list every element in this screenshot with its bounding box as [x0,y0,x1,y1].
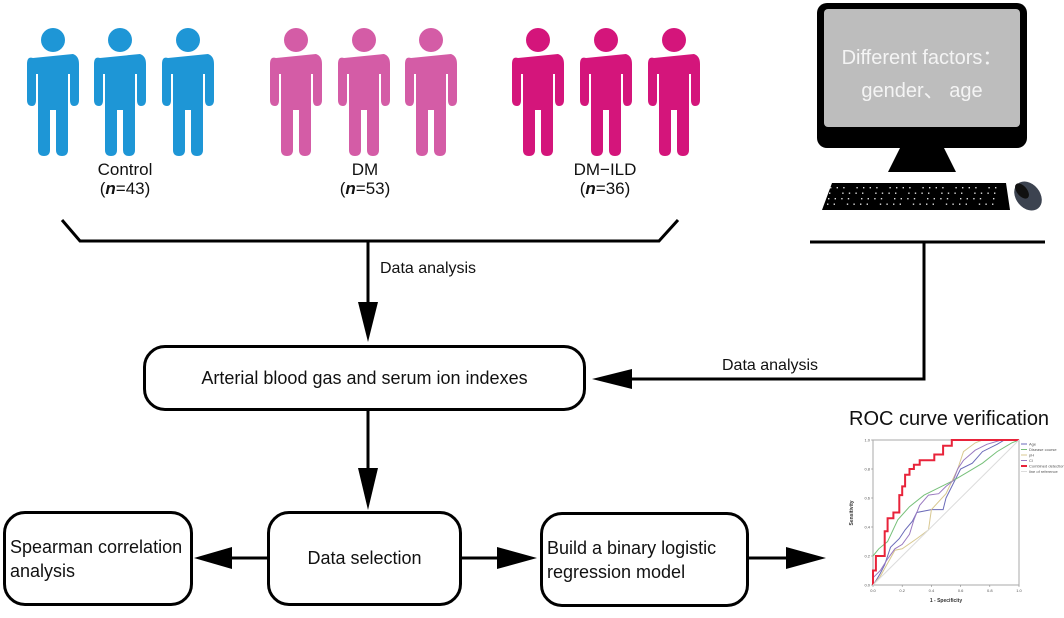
roc-series-disease-course [872,439,1020,557]
arrow-groups-to-arterial-head [358,302,378,342]
y-tick-label: 0.0 [864,583,870,588]
person-icon [94,28,146,156]
person-icon [580,28,632,156]
group-count: (n=43) [99,179,151,198]
group-name: DM−ILD [573,160,637,179]
roc-title: ROC curve verification [849,408,1050,430]
arrow-arterial-to-selection-head [358,468,378,510]
group-name: Control [97,160,153,179]
y-tick-label: 0.2 [864,554,870,559]
monitor-stand [888,148,956,172]
legend-label: Cl [1029,458,1033,463]
roc-series-line-of-reference [872,439,1020,586]
people-figures [27,28,700,156]
arterial-blood-gas-box: Arterial blood gas and serum ion indexes [143,345,586,411]
group-count: (n=36) [579,179,631,198]
arrow-logistic-to-roc-head [786,547,826,569]
screen-line-1: Different factors： [841,47,1003,69]
legend-label: Age [1029,442,1037,447]
x-tick-label: 0.2 [899,588,905,593]
person-icon [270,28,322,156]
legend-label: line of reference [1029,469,1058,474]
group-count: (n=53) [339,179,391,198]
group-name: DM [351,160,379,179]
legend-label: Combined detection [1029,464,1064,469]
data-analysis-label-1: Data analysis [380,260,477,277]
keyboard-icon [822,183,1010,210]
roc-ylabel: Sensitivity [849,500,855,525]
roc-series-ph [872,439,1019,586]
y-tick-label: 1.0 [864,438,870,443]
data-selection-box-label: Data selection [307,548,422,568]
data-analysis-label-2: Data analysis [722,357,819,374]
person-icon [162,28,214,156]
x-tick-label: 1.0 [1016,588,1022,593]
x-tick-label: 0.0 [870,588,876,593]
x-tick-label: 0.6 [958,588,964,593]
logistic-box-label: Build a binary logistic regression model [547,537,717,582]
arrow-selection-to-spearman-head [194,547,232,569]
roc-series-cl [872,439,1019,579]
monitor-screen [824,9,1020,127]
person-icon [405,28,457,156]
group-label-dm: DM (n=53) [310,160,420,198]
computer-illustration [817,3,1042,211]
data-selection-box: Data selection [267,511,462,606]
group-label-control: Control (n=43) [70,160,180,198]
x-tick-label: 0.4 [929,588,935,593]
arrow-computer-to-arterial-head [592,369,632,389]
x-tick-label: 0.8 [987,588,993,593]
person-icon [338,28,390,156]
arrow-computer-to-arterial-line [630,242,926,381]
group-label-dm-ild: DM−ILD (n=36) [550,160,660,198]
y-tick-label: 0.6 [864,496,870,501]
mouse-icon [1014,181,1042,211]
roc-chart: 0.0 0.2 0.4 0.6 0.8 1.0 0.0 0.2 0.4 0.6 0.8 1.0 Age… [849,438,1064,604]
spearman-box-label: Spearman correlation analysis [10,536,183,581]
screen-line-2: gender、 age [861,80,983,102]
roc-xlabel: 1 - Specificity [930,598,962,604]
spearman-correlation-box: Spearman correlation analysis [3,511,193,606]
monitor-screen-text: Different factors： gender、 age [824,9,1020,127]
roc-series-combined-detection [872,439,1019,585]
logistic-regression-box: Build a binary logistic regression model [540,512,749,607]
legend-label: Disease course [1029,447,1057,452]
y-tick-label: 0.8 [864,467,870,472]
arrow-selection-to-logistic-head [497,547,537,569]
y-tick-label: 0.4 [864,525,870,530]
legend-label: pH [1029,453,1034,458]
groups-bracket [60,218,680,243]
arterial-box-label: Arterial blood gas and serum ion indexes [201,367,528,388]
person-icon [512,28,564,156]
person-icon [648,28,700,156]
person-icon [27,28,79,156]
